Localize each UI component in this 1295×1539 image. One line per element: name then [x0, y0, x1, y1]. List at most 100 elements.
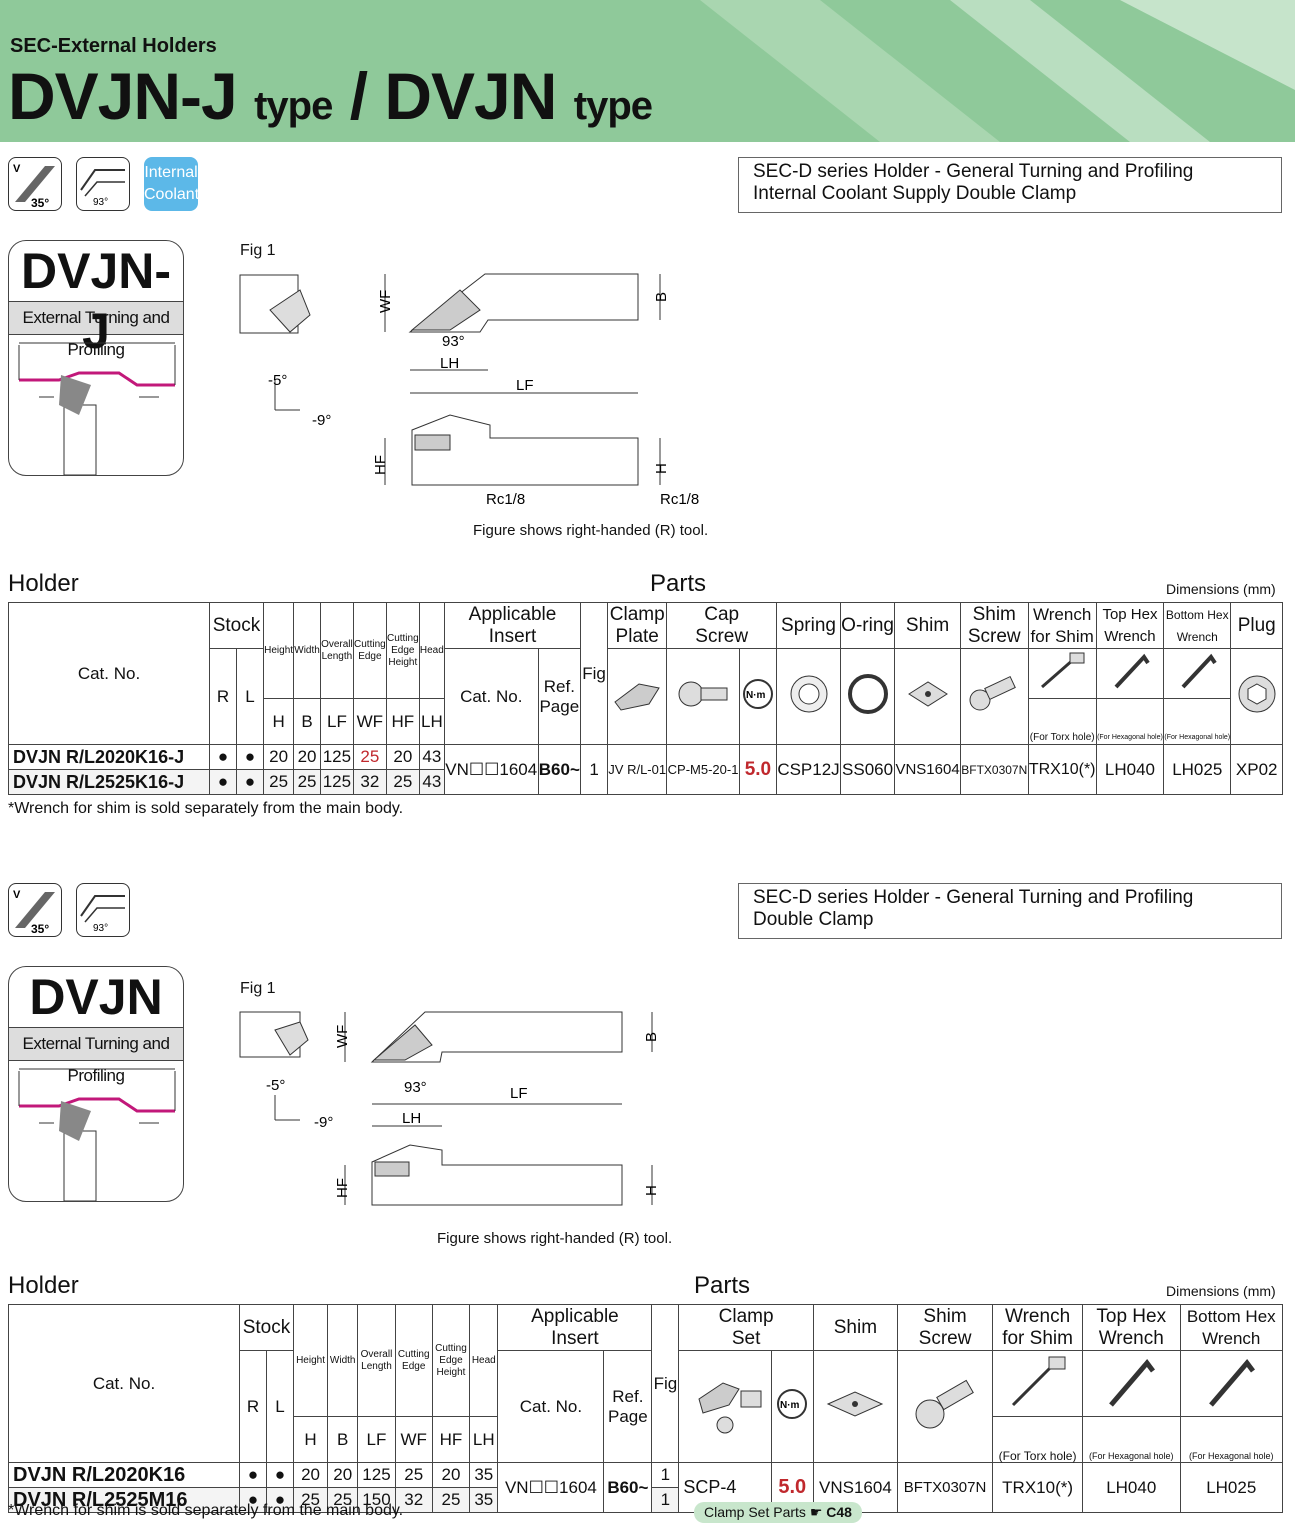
lead-angle-icon: 93°: [76, 157, 130, 211]
svg-text:-5°: -5°: [268, 372, 287, 389]
col-r: R: [239, 1350, 267, 1463]
figure-caption: Figure shows right-handed (R) tool.: [473, 522, 709, 539]
shim-icon: [812, 1350, 898, 1463]
row-B: 25: [293, 769, 321, 795]
row-LF: 125: [319, 769, 354, 795]
svg-text:LF: LF: [516, 377, 534, 394]
wrench-value: TRX10(*): [1027, 744, 1097, 795]
plug-icon: [1230, 648, 1283, 745]
col-ref-page: Ref.Page: [603, 1350, 653, 1463]
svg-text:93°: 93°: [442, 333, 465, 350]
fig-label: Fig 1: [240, 980, 276, 997]
row-stock-l: ●: [266, 1462, 294, 1488]
hex-note-top: (For Hexagonal hole): [1095, 698, 1165, 745]
turning-path-illustration: [18, 342, 176, 475]
col-height: Height: [292, 1304, 329, 1417]
shim-screw-value: BFTX0307N: [896, 1462, 994, 1513]
lead-angle-icon: 93°: [76, 883, 130, 937]
header-banner: [0, 0, 1295, 142]
insert-shape-icon: V 35°: [8, 883, 62, 937]
svg-text:LH: LH: [402, 1110, 421, 1127]
row-catno: DVJN R/L2525K16-J: [8, 769, 210, 795]
top-hex-value: LH040: [1082, 1462, 1181, 1513]
title-type2: type: [573, 84, 653, 128]
col-r: R: [209, 648, 237, 745]
col-WF: WF: [352, 698, 387, 745]
shim-icon: [894, 648, 961, 745]
svg-text:HF: HF: [372, 455, 389, 475]
internal-coolant-icon: Internal Coolant: [144, 157, 199, 211]
col-HF: HF: [385, 698, 420, 745]
svg-text:WF: WF: [377, 290, 394, 313]
torque-icon: N·m: [770, 1350, 814, 1463]
row-stock-r: ●: [209, 744, 237, 770]
parts-label: Parts: [694, 1272, 751, 1299]
col-width: Width: [293, 602, 321, 699]
insert-catno: VN☐☐1604: [497, 1462, 605, 1513]
svg-text:35°: 35°: [31, 196, 49, 210]
row-B: 25: [327, 1487, 359, 1513]
plug-value: XP02: [1230, 744, 1283, 795]
col-B: B: [293, 698, 321, 745]
description-line-2: Internal Coolant Supply Double Clamp: [753, 183, 1077, 204]
footnote: *Wrench for shim is sold separately from…: [8, 800, 404, 817]
svg-text:93°: 93°: [404, 1079, 427, 1096]
svg-text:H: H: [643, 1185, 660, 1196]
svg-text:LF: LF: [510, 1085, 528, 1102]
row-WF: 25: [394, 1462, 433, 1488]
row-catno: DVJN R/L2020K16: [8, 1462, 240, 1488]
figure-caption: Figure shows right-handed (R) tool.: [437, 1230, 673, 1247]
table-row: DVJN R/L2525K16-J ● ● 25 25 125 32 25 43: [8, 769, 1283, 795]
row-H: 25: [262, 769, 295, 795]
row-stock-r: ●: [239, 1462, 267, 1488]
row-LH: 35: [469, 1462, 499, 1488]
col-width: Width: [327, 1304, 359, 1417]
fig-label: Fig 1: [240, 242, 276, 259]
col-insert-catno: Cat. No.: [443, 648, 539, 745]
clamp-set-icon: [678, 1350, 772, 1463]
oring-icon: [839, 648, 896, 745]
shim-value: VNS1604: [894, 744, 961, 795]
col-LF: LF: [319, 698, 354, 745]
section2-description: SEC-D series Holder - General Turning an…: [738, 883, 1282, 939]
card-name: DVJN-J: [9, 241, 183, 359]
torque-icon: N·m: [738, 648, 778, 745]
col-head: Head: [418, 602, 445, 699]
clamp-plate-value: JV R/L-01: [607, 744, 668, 795]
clamp-set-parts-label: Clamp Set Parts: [704, 1504, 806, 1520]
svg-text:N·m: N·m: [746, 690, 766, 701]
holder-label: Holder: [8, 1272, 79, 1299]
holder-drawing-2: -5° -9° WF B 93° LF LH HF H: [239, 1011, 660, 1206]
svg-text:-9°: -9°: [312, 412, 331, 429]
svg-text:V: V: [13, 889, 21, 901]
card-name: DVJN: [9, 967, 183, 1028]
clamp-set-parts-link[interactable]: Clamp Set Parts ☛ C48: [694, 1502, 862, 1523]
svg-text:93°: 93°: [93, 923, 108, 934]
pointing-hand-icon: ☛: [809, 1504, 823, 1520]
top-hex-wrench-icon: [1082, 1350, 1181, 1417]
fig-number: 1: [580, 744, 609, 795]
insert-ref-page[interactable]: B60~: [603, 1462, 653, 1513]
row-B: 20: [327, 1462, 359, 1488]
row-stock-l: ●: [236, 769, 264, 795]
table-row: DVJN R/L2525M16 ● ● 25 25 150 32 25 35 1: [8, 1487, 1283, 1513]
insert-ref-page[interactable]: B60~: [537, 744, 582, 795]
col-H: H: [262, 698, 295, 745]
insert-shape-icon: V 35°: [8, 157, 62, 211]
title-part1: DVJN-J: [8, 59, 238, 133]
row-stock-r: ●: [239, 1487, 267, 1513]
row-catno: DVJN R/L2020K16-J: [8, 744, 210, 770]
hex-note-top: (For Hexagonal hole): [1082, 1416, 1181, 1463]
col-oring: O-ring: [839, 602, 896, 649]
